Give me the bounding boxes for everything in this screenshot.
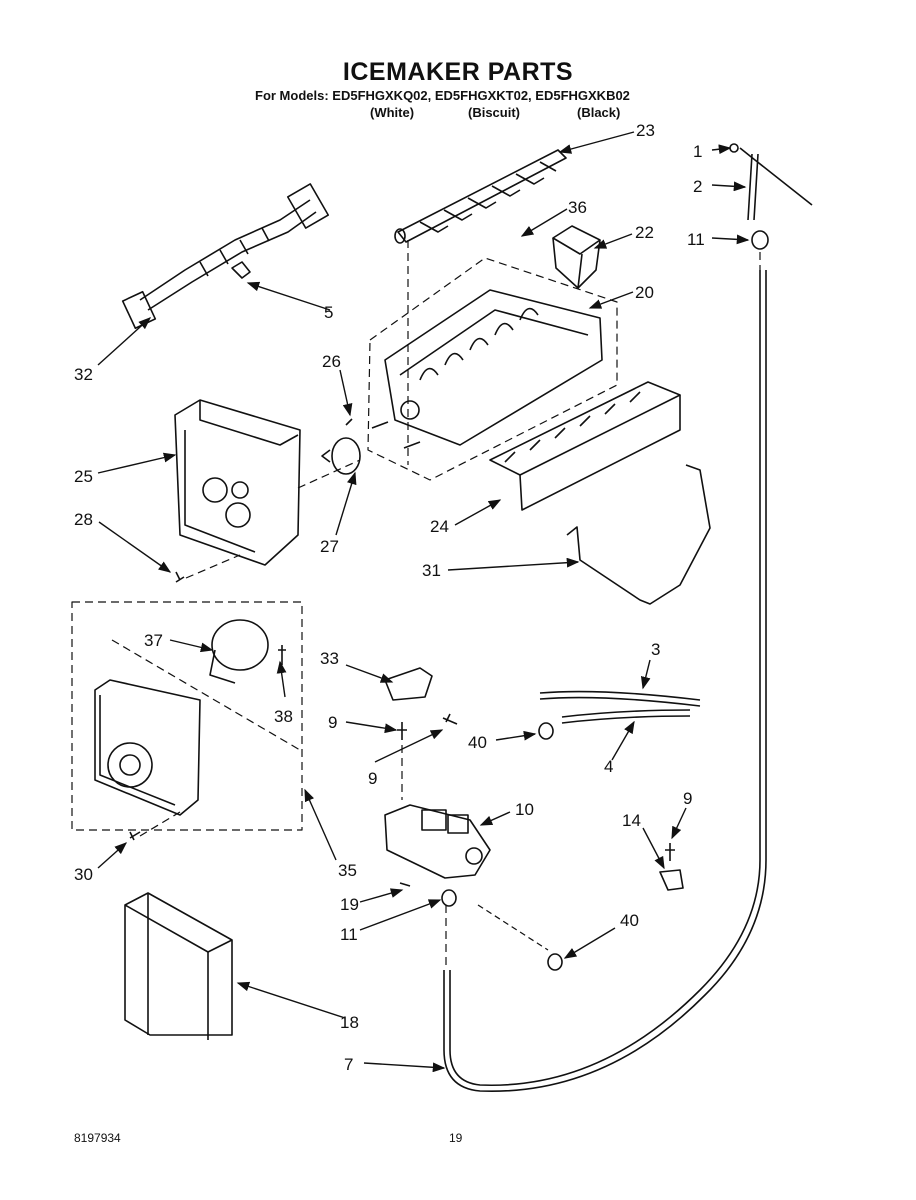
nut-11a-part xyxy=(751,230,769,250)
callout-7: 7 xyxy=(344,1055,353,1074)
screw-38-part xyxy=(278,645,286,665)
callout-numbers: 1 2 3 4 5 7 9 9 9 10 11 11 14 18 19 20 2… xyxy=(74,121,705,1074)
ice-mold-part xyxy=(371,289,603,449)
fill-tube-7-part xyxy=(443,270,767,1093)
callout-27: 27 xyxy=(320,537,339,556)
shutoff-arm-part xyxy=(566,464,711,605)
fill-cup-part xyxy=(552,225,601,289)
callout-40a: 40 xyxy=(468,733,487,752)
ice-stripper-part xyxy=(489,381,681,511)
nut-40a-part xyxy=(538,722,554,740)
ejector-blade-part xyxy=(394,149,567,244)
leader-lines xyxy=(97,131,750,1073)
motor-part xyxy=(209,619,269,684)
screw-30-part xyxy=(129,831,141,841)
callout-5: 5 xyxy=(324,303,333,322)
control-housing-part xyxy=(174,399,301,566)
callout-18: 18 xyxy=(340,1013,359,1032)
clamp-14-part xyxy=(659,869,684,891)
water-valve-part xyxy=(384,804,491,879)
callout-9c: 9 xyxy=(683,789,692,808)
callout-20: 20 xyxy=(635,283,654,302)
color-black: (Black) xyxy=(577,105,621,120)
doc-number: 8197934 xyxy=(74,1131,121,1145)
callout-9b: 9 xyxy=(368,769,377,788)
callout-1: 1 xyxy=(693,142,702,161)
callout-19: 19 xyxy=(340,895,359,914)
callout-38: 38 xyxy=(274,707,293,726)
page-number: 19 xyxy=(449,1131,463,1145)
callout-4: 4 xyxy=(604,757,613,776)
control-module-part xyxy=(94,679,201,816)
nut-40b-part xyxy=(547,953,563,971)
callout-11a: 11 xyxy=(687,230,705,249)
callout-9a: 9 xyxy=(328,713,337,732)
callout-26: 26 xyxy=(322,352,341,371)
cover-18-part xyxy=(124,892,233,1040)
callout-2: 2 xyxy=(693,177,702,196)
callout-35: 35 xyxy=(338,861,357,880)
callout-30: 30 xyxy=(74,865,93,884)
callout-22: 22 xyxy=(635,223,654,242)
nut-11b-part xyxy=(441,889,457,907)
callout-32: 32 xyxy=(74,365,93,384)
callout-25: 25 xyxy=(74,467,93,486)
callout-33: 33 xyxy=(320,649,339,668)
callout-23: 23 xyxy=(636,121,655,140)
screw-9c-part xyxy=(665,843,675,861)
water-tubes-part xyxy=(539,690,701,724)
screw-9a-part xyxy=(397,722,407,740)
callout-3: 3 xyxy=(651,640,660,659)
bracket-33-part xyxy=(384,667,433,701)
callout-24: 24 xyxy=(430,517,449,536)
module-box xyxy=(71,601,303,831)
callout-37: 37 xyxy=(144,631,163,650)
callout-40b: 40 xyxy=(620,911,639,930)
callout-36: 36 xyxy=(568,198,587,217)
color-biscuit: (Biscuit) xyxy=(468,105,520,120)
callout-11b: 11 xyxy=(340,925,358,944)
screw-9b-part xyxy=(442,713,458,725)
callout-28: 28 xyxy=(74,510,93,529)
screw-19-part xyxy=(399,882,411,887)
color-white: (White) xyxy=(370,105,415,120)
thermostat-part xyxy=(321,418,361,475)
callout-10: 10 xyxy=(515,800,534,819)
screw-28-part xyxy=(175,571,185,583)
models-line: For Models: ED5FHGXKQ02, ED5FHGXKT02, ED… xyxy=(255,88,630,103)
callout-14: 14 xyxy=(622,811,641,830)
tube-2-part xyxy=(739,147,813,206)
callout-31: 31 xyxy=(422,561,441,580)
page-title: ICEMAKER PARTS xyxy=(342,58,574,86)
wire-harness-part xyxy=(121,183,330,330)
